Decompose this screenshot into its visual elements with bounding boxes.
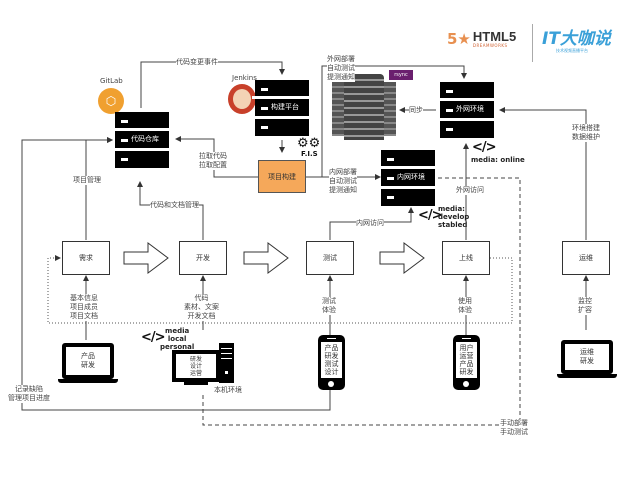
- desktop-monitor-icon: 研发设计运营: [172, 350, 220, 382]
- project-mgmt-label: 项目管理: [73, 176, 101, 185]
- testing-inputs: 测试 体验: [322, 297, 336, 315]
- gitlab-icon: ⬡: [98, 88, 124, 114]
- itdakashuo-subtitle: 技术视频直播平台: [556, 48, 588, 53]
- code-repo-server: 代码仓库: [112, 112, 172, 168]
- stage-release: 上线: [442, 241, 490, 275]
- desktop-stand: [184, 382, 208, 385]
- edge-external-deploy: [321, 65, 467, 177]
- desktop-caption: 本机环境: [214, 386, 242, 394]
- external-env-server: 外网环境: [437, 82, 497, 138]
- fis-label: F.I.S: [301, 150, 318, 158]
- html5-subtitle: DREAMWORKS: [472, 42, 508, 48]
- itdakashuo-title: IT大咖说: [542, 29, 611, 49]
- product-laptop-icon: 产品研发: [62, 343, 114, 379]
- code-repo-label: 代码仓库: [131, 135, 159, 143]
- sync-label: 同步: [409, 106, 423, 115]
- test-phone-icon: 产品研发测试设计: [318, 335, 345, 390]
- manual-deploy-label: 手动部署 手动测试: [500, 419, 528, 437]
- rsync-badge: rsync: [389, 70, 413, 80]
- edge-env-setup: [499, 107, 587, 240]
- media-local-label: media local personal: [160, 327, 195, 351]
- html5-star-icon: 5★: [447, 30, 471, 48]
- external-env-label: 外网环境: [456, 105, 484, 113]
- jenkins-label: Jenkins: [232, 74, 257, 82]
- code-icon-develop: </>: [418, 208, 443, 223]
- record-defects-label: 记录缺陷 管理项目进度: [8, 385, 50, 403]
- server-rack-icon: [332, 74, 398, 140]
- flow-arrow-3: [379, 242, 425, 274]
- media-online-label: media: online: [471, 156, 525, 164]
- internal-deploy-label: 内网部署 自动测试 提测通知: [329, 168, 357, 195]
- itdakashuo-logo: IT大咖说 技术视频直播平台: [542, 30, 611, 54]
- ops-laptop-base: [557, 374, 617, 378]
- stage-operations: 运维: [562, 241, 610, 275]
- internal-env-server: 内网环境: [378, 150, 438, 206]
- edge-feedback-loop: [47, 255, 513, 324]
- logo-divider: [532, 24, 533, 62]
- edge-record-defects: [21, 137, 331, 411]
- env-setup-label: 环境搭建 数据维护: [572, 124, 600, 142]
- release-inputs: 使用 体验: [458, 297, 472, 315]
- code-doc-mgmt-label: 代码和文档管理: [150, 201, 199, 210]
- stage-requirements: 需求: [62, 241, 110, 275]
- flow-arrow-1: [123, 242, 169, 274]
- ops-laptop-icon: 运维研发: [561, 340, 613, 374]
- jenkins-icon: [228, 84, 256, 114]
- code-icon-online: </>: [472, 140, 497, 155]
- flow-arrow-2: [243, 242, 289, 274]
- code-change-label: 代码变更事件: [176, 58, 218, 67]
- product-laptop-base: [58, 379, 118, 383]
- edge-code-doc: [137, 181, 204, 240]
- fis-gear-icon: ⚙⚙: [297, 136, 321, 151]
- development-inputs: 代码 素材、文案 开发文档: [184, 294, 219, 321]
- internal-env-label: 内网环境: [397, 173, 425, 181]
- edge-project-mgmt: [85, 137, 113, 240]
- html5-title: HTML5: [472, 28, 517, 44]
- external-deploy-label: 外网部署 自动测试 提测通知: [327, 55, 355, 82]
- user-phone-icon: 用户运营产品研发: [453, 335, 480, 390]
- requirements-inputs: 基本信息 项目成员 项目文档: [70, 294, 98, 321]
- html5-logo: 5★ HTML5 DREAMWORKS: [447, 28, 517, 49]
- pull-code-label: 拉取代码 拉取配置: [199, 152, 227, 170]
- external-access-label: 外网访问: [456, 186, 484, 195]
- code-icon-local: </>: [141, 330, 166, 345]
- stage-testing: 测试: [306, 241, 354, 275]
- stage-development: 开发: [179, 241, 227, 275]
- internal-access-label: 内网访问: [356, 219, 384, 228]
- build-platform-server: 构建平台: [252, 80, 312, 136]
- project-build-box: 项目构建: [258, 160, 306, 193]
- media-develop-label: media: develop stabled: [438, 205, 470, 229]
- build-platform-label: 构建平台: [271, 103, 299, 111]
- operations-inputs: 监控 扩容: [578, 297, 592, 315]
- desktop-tower-icon: [219, 343, 234, 383]
- gitlab-label: GitLab: [100, 77, 123, 85]
